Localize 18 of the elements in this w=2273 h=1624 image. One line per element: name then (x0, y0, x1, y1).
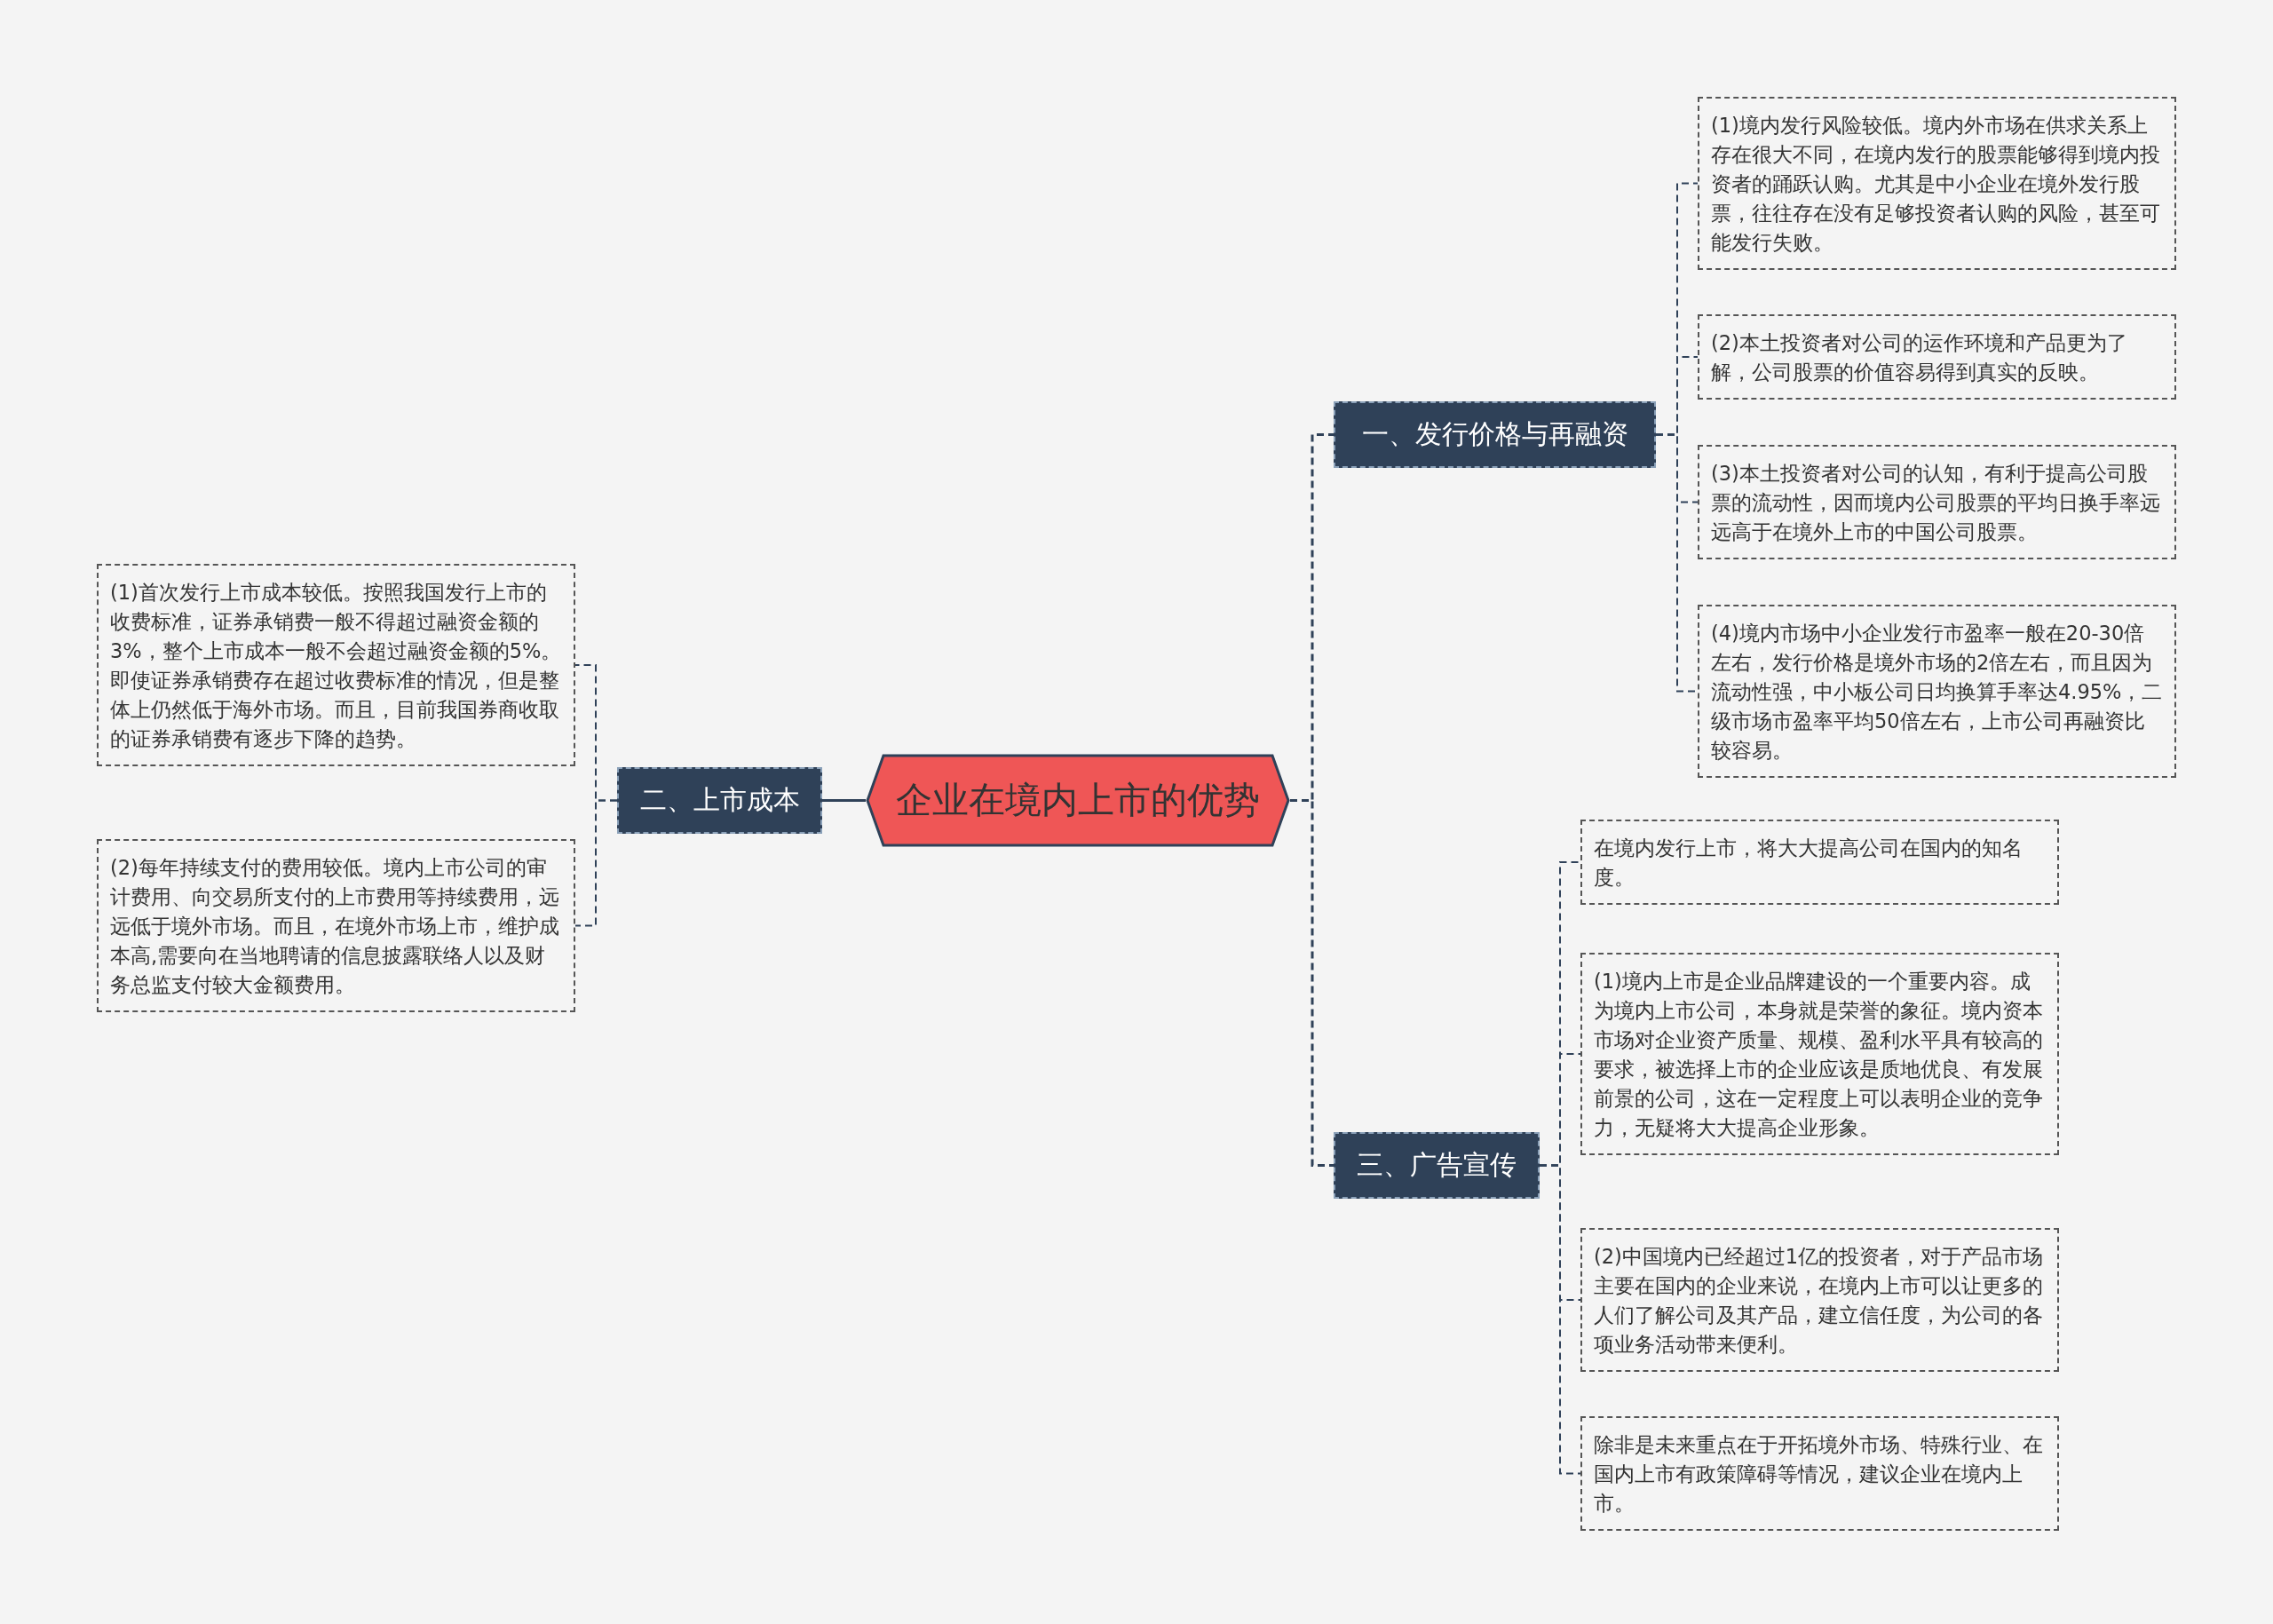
topic-box: 三、广告宣传 (1334, 1132, 1540, 1199)
note-box: (4)境内市场中小企业发行市盈率一般在20-30倍左右，发行价格是境外市场的2倍左右，而且因为流动性强，中小板公司日均换算手率达4.95%，二级市场市盈率平均50倍左右，上市公司再融资比较容易。 (1698, 605, 2176, 778)
topic-box: 一、发行价格与再融资 (1334, 401, 1656, 468)
topic-box: 二、上市成本 (617, 767, 822, 834)
note-box: (1)境内发行风险较低。境内外市场在供求关系上存在很大不同，在境内发行的股票能够得到境内投资者的踊跃认购。尤其是中小企业在境外发行股票，往往存在没有足够投资者认购的风险，甚至可能发行失败。 (1698, 97, 2176, 270)
connector-line (822, 799, 866, 802)
note-box: (1)首次发行上市成本较低。按照我国发行上市的收费标准，证券承销费一般不得超过融资金额的3%，整个上市成本一般不会超过融资金额的5%。即使证券承销费存在超过收费标准的情况，但是整体上仍然低于海外市场。而且，目前我国券商收取的证券承销费有逐步下降的趋势。 (97, 564, 575, 766)
note-box: (2)本土投资者对公司的运作环境和产品更为了解，公司股票的价值容易得到真实的反映。 (1698, 314, 2176, 400)
connector-line (574, 799, 618, 927)
note-box: (1)境内上市是企业品牌建设的一个重要内容。成为境内上市公司，本身就是荣誉的象征。境内资本市场对企业资产质量、规模、盈利水平具有较高的要求，被选择上市的企业应该是质地优良、有发展前景的公司，这在一定程度上可以表明企业的竞争力，无疑将大大提高企业形象。 (1580, 953, 2059, 1155)
note-box: (2)中国境内已经超过1亿的投资者，对于产品市场主要在国内的企业来说，在境内上市可以让更多的人们了解公司及其产品，建立信任度，为公司的各项业务活动带来便利。 (1580, 1228, 2059, 1372)
connector-line (1290, 799, 1334, 1167)
note-box: 在境内发行上市，将大大提高公司在国内的知名度。 (1580, 820, 2059, 905)
note-box: (3)本土投资者对公司的认知，有利于提高公司股票的流动性，因而境内公司股票的平均日换手率远远高于在境外上市的中国公司股票。 (1698, 445, 2176, 559)
note-box: (2)每年持续支付的费用较低。境内上市公司的审计费用、向交易所支付的上市费用等持续费用，远远低于境外市场。而且，在境外市场上市，维护成本高,需要向在当地聘请的信息披露联络人以及财务总监支付较大金额费用。 (97, 839, 575, 1012)
central-topic-box: 企业在境内上市的优势 (866, 754, 1290, 847)
note-box: 除非是未来重点在于开拓境外市场、特殊行业、在国内上市有政策障碍等情况，建议企业在境内上市。 (1580, 1416, 2059, 1531)
connector-line (1539, 1164, 1581, 1475)
